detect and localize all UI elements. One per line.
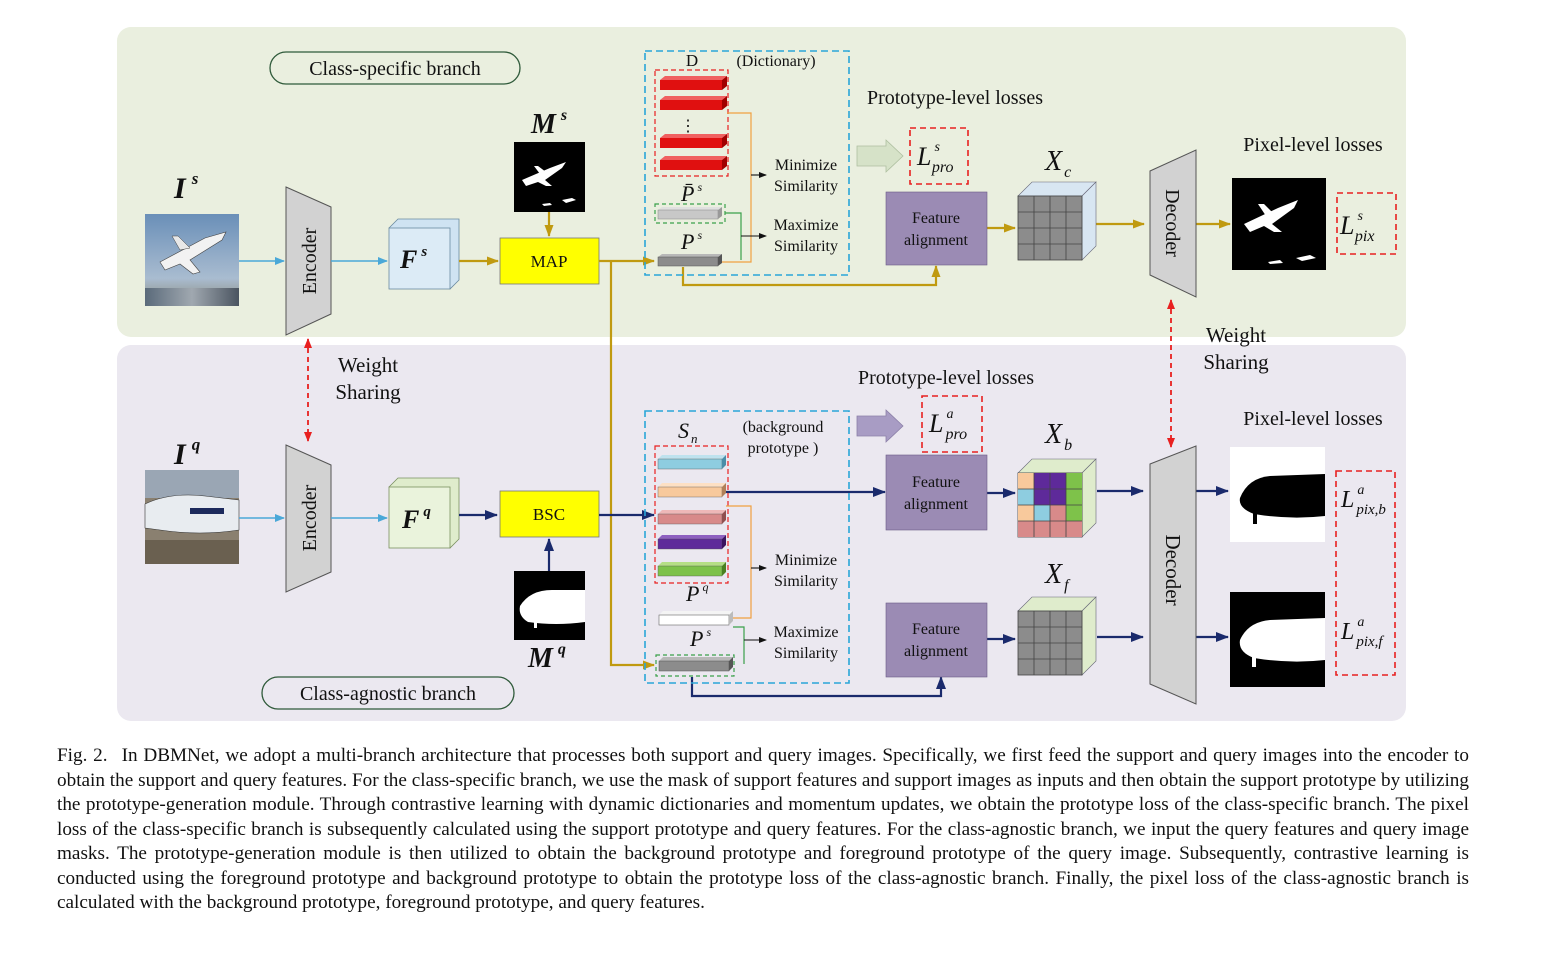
svg-text:Weight: Weight xyxy=(338,353,398,377)
svg-text:Encoder: Encoder xyxy=(299,484,321,551)
svg-text:Sharing: Sharing xyxy=(1203,350,1269,374)
svg-text:⋮: ⋮ xyxy=(680,118,696,135)
svg-text:MAP: MAP xyxy=(531,252,568,271)
background-prototype-bars xyxy=(657,455,726,577)
dictionary-entries-frame xyxy=(654,69,729,177)
svg-text:Minimize: Minimize xyxy=(775,552,837,569)
decoder-support: Decoder xyxy=(1149,149,1197,298)
decoder-query: Decoder xyxy=(1149,445,1197,705)
class-agnostic-title: Class-agnostic branch xyxy=(300,683,476,705)
aligned-foreground-feature-cube xyxy=(1017,596,1097,676)
svg-text:Decoder: Decoder xyxy=(1161,189,1183,257)
svg-text:Feature: Feature xyxy=(912,210,960,227)
feature-alignment-background: Feature alignment xyxy=(885,454,988,531)
svg-text:Encoder: Encoder xyxy=(299,227,321,294)
svg-text:Minimize: Minimize xyxy=(775,157,837,174)
support-mask xyxy=(514,142,585,212)
feature-alignment-foreground: Feature alignment xyxy=(885,602,988,678)
support-image xyxy=(145,214,239,306)
svg-text:alignment: alignment xyxy=(904,232,969,249)
architecture-diagram: Class-specific branch Class-agnostic bra… xyxy=(117,27,1406,721)
svg-text:Decoder: Decoder xyxy=(1161,534,1185,605)
svg-text:Weight: Weight xyxy=(1206,323,1266,347)
svg-text:Fs: Fs xyxy=(399,244,427,274)
svg-text:Prototype-level losses: Prototype-level losses xyxy=(858,367,1034,389)
svg-text:Feature: Feature xyxy=(912,621,960,638)
figure-number: Fig. 2. xyxy=(57,745,108,766)
support-prototype-bar-bottom xyxy=(658,657,733,672)
svg-text:Similarity: Similarity xyxy=(774,573,838,590)
query-prototype-bar xyxy=(658,611,733,626)
support-prediction-mask xyxy=(1232,178,1326,270)
svg-text:Pixel-level losses: Pixel-level losses xyxy=(1243,408,1383,430)
pixel-loss-agnostic xyxy=(1335,470,1396,676)
class-specific-title: Class-specific branch xyxy=(309,58,481,80)
encoder-query: Encoder xyxy=(285,444,332,593)
figure-caption: Fig. 2.In DBMNet, we adopt a multi-branc… xyxy=(57,744,1469,916)
momentum-prototype-bar xyxy=(657,207,722,220)
prototype-loss-arrow-bottom xyxy=(856,409,904,443)
background-prototype-module xyxy=(644,410,850,684)
encoder-support: Encoder xyxy=(285,186,332,336)
svg-text:Fq: Fq xyxy=(401,504,431,534)
svg-text:(Dictionary): (Dictionary) xyxy=(736,53,815,70)
prototype-loss-arrow-top xyxy=(856,139,904,173)
svg-text:Maximize: Maximize xyxy=(774,624,839,641)
svg-text:(background: (background xyxy=(743,419,824,436)
svg-text:alignment: alignment xyxy=(904,496,969,513)
prototype-loss-support xyxy=(909,127,969,185)
support-prototype-bar-top xyxy=(657,254,722,267)
svg-text:Maximize: Maximize xyxy=(774,217,839,234)
svg-text:Feature: Feature xyxy=(912,474,960,491)
svg-text:Similarity: Similarity xyxy=(774,645,838,662)
svg-text:D: D xyxy=(686,51,698,70)
prototype-loss-agnostic xyxy=(921,395,983,453)
map-module xyxy=(499,237,600,285)
class-specific-title-pill xyxy=(269,51,521,85)
svg-text:Sharing: Sharing xyxy=(335,380,401,404)
background-prediction-mask xyxy=(1230,447,1325,542)
svg-text:BSC: BSC xyxy=(533,505,565,524)
svg-text:alignment: alignment xyxy=(904,643,969,660)
aligned-background-feature-cube xyxy=(1017,458,1097,538)
foreground-prediction-mask xyxy=(1230,592,1325,687)
momentum-prototype-symbol: P̄s xyxy=(680,180,702,206)
dictionary-entries xyxy=(660,76,727,170)
svg-text:prototype ): prototype ) xyxy=(748,440,819,457)
svg-text:Similarity: Similarity xyxy=(774,178,838,195)
dictionary-module xyxy=(644,50,850,276)
query-image xyxy=(144,470,240,564)
bsc-module xyxy=(499,490,600,538)
svg-text:Similarity: Similarity xyxy=(774,238,838,255)
svg-text:Prototype-level losses: Prototype-level losses xyxy=(867,87,1043,109)
svg-text:Pixel-level losses: Pixel-level losses xyxy=(1243,134,1383,156)
class-agnostic-title-pill xyxy=(261,676,515,710)
aligned-support-feature-cube xyxy=(1017,181,1097,261)
feature-alignment-support: Feature alignment xyxy=(885,191,988,266)
caption-text: In DBMNet, we adopt a multi-branch archi… xyxy=(57,745,1469,913)
query-mask xyxy=(514,571,585,640)
